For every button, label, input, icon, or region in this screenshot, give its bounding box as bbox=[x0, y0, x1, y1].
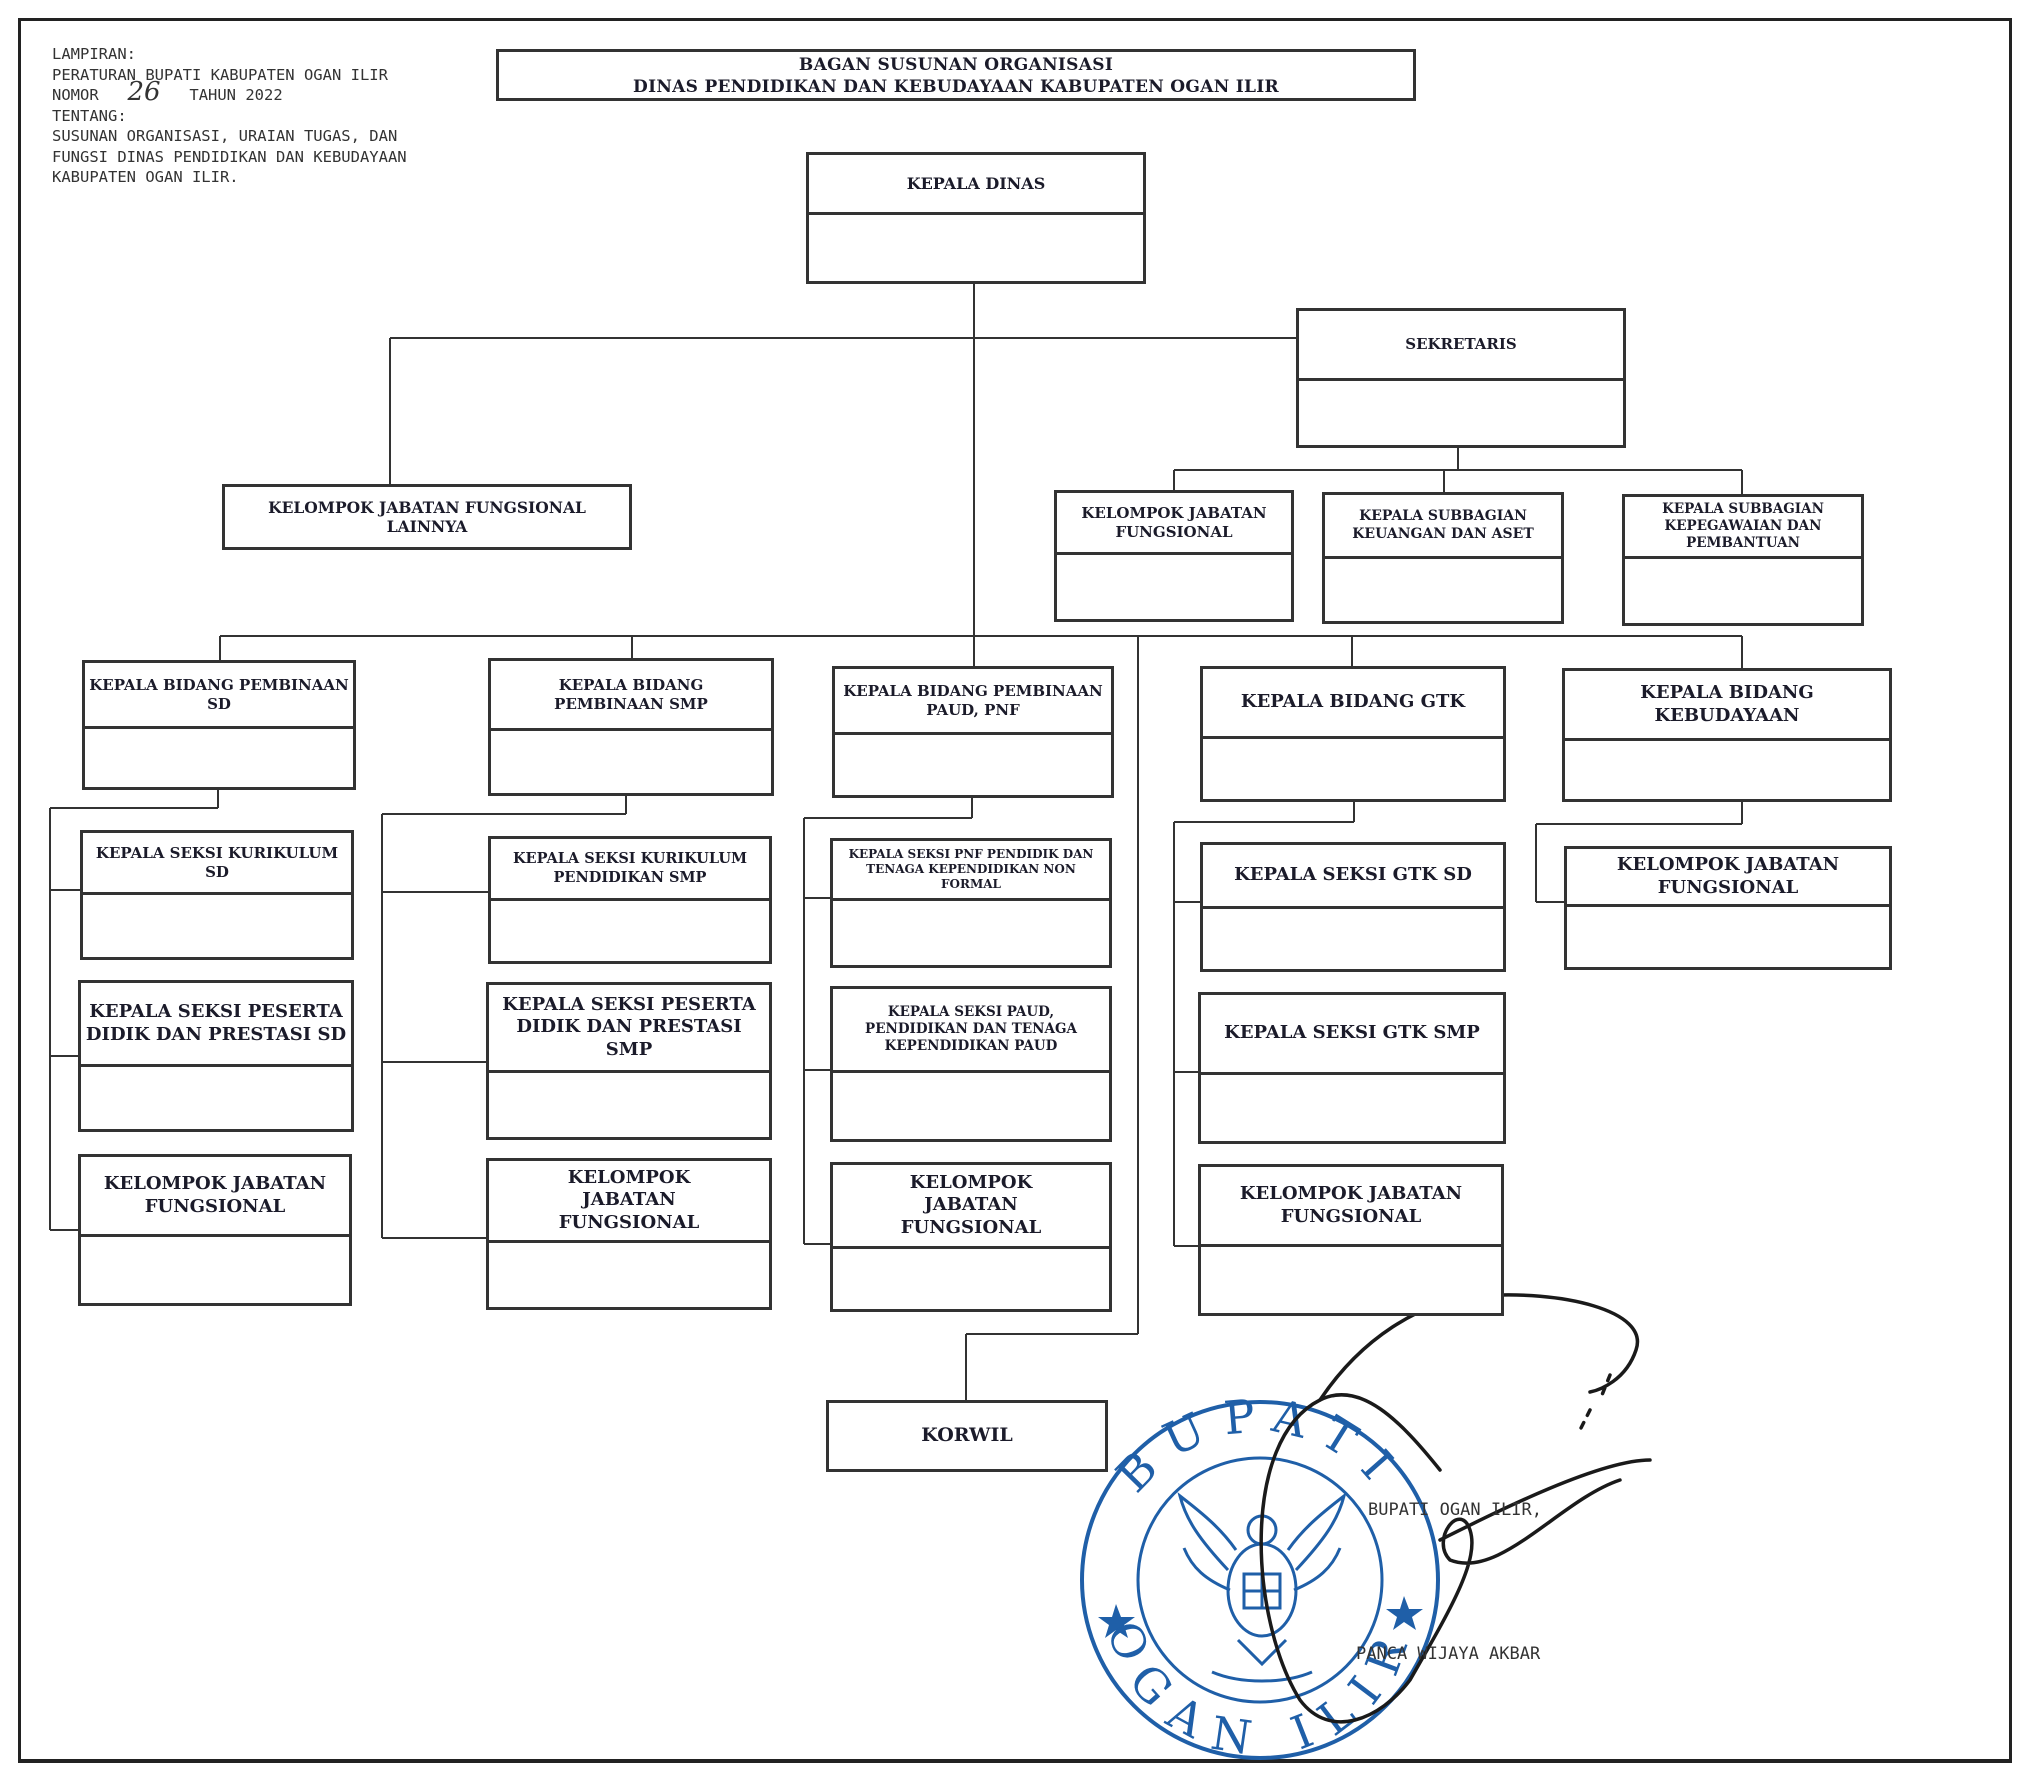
box-gtk-jf: KELOMPOK JABATAN FUNGSIONAL bbox=[1198, 1164, 1504, 1316]
signature-position: BUPATI OGAN ILIR, bbox=[1368, 1500, 1542, 1520]
box-paud-pnf: KEPALA SEKSI PNF PENDIDIK DAN TENAGA KEP… bbox=[830, 838, 1112, 968]
header-lampiran: LAMPIRAN: bbox=[52, 45, 136, 63]
box-subbag-kepegawaian: KEPALA SUBBAGIAN KEPEGAWAIAN DAN PEMBANT… bbox=[1622, 494, 1864, 626]
box-bidang-smp: KEPALA BIDANG PEMBINAAN SMP bbox=[488, 658, 774, 796]
box-kepala-dinas-label: KEPALA DINAS bbox=[809, 155, 1143, 215]
box-korwil: KORWIL bbox=[826, 1400, 1108, 1472]
box-sekretaris: SEKRETARIS bbox=[1296, 308, 1626, 448]
header-peraturan: PERATURAN BUPATI KABUPATEN OGAN ILIR bbox=[52, 65, 388, 84]
box-bidang-gtk: KEPALA BIDANG GTK bbox=[1200, 666, 1506, 802]
box-bidang-paud-label: KEPALA BIDANG PEMBINAAN PAUD, PNF bbox=[835, 669, 1111, 735]
box-sd-peserta-label: KEPALA SEKSI PESERTA DIDIK DAN PRESTASI … bbox=[81, 983, 351, 1067]
header-subject-2: FUNGSI DINAS PENDIDIKAN DAN KEBUDAYAAN bbox=[52, 147, 407, 166]
box-gtk-sd-label: KEPALA SEKSI GTK SD bbox=[1203, 845, 1503, 909]
seal-text-top: BUPATI bbox=[1106, 1388, 1416, 1503]
box-paud-pnf-label: KEPALA SEKSI PNF PENDIDIK DAN TENAGA KEP… bbox=[833, 841, 1109, 901]
handwritten-signature bbox=[1259, 1293, 1652, 1724]
box-paud-jf-label: KELOMPOK JABATAN FUNGSIONAL bbox=[833, 1165, 1109, 1249]
chart-title-line1: BAGAN SUSUNAN ORGANISASI bbox=[798, 55, 1114, 75]
box-smp-jf: KELOMPOK JABATAN FUNGSIONAL bbox=[486, 1158, 772, 1310]
header-subject-1: SUSUNAN ORGANISASI, URAIAN TUGAS, DAN bbox=[52, 127, 398, 145]
box-gtk-jf-label: KELOMPOK JABATAN FUNGSIONAL bbox=[1201, 1167, 1501, 1247]
box-subbag-kepegawaian-label: KEPALA SUBBAGIAN KEPEGAWAIAN DAN PEMBANT… bbox=[1625, 497, 1861, 559]
box-jf-lainnya: KELOMPOK JABATAN FUNGSIONAL LAINNYA bbox=[222, 484, 632, 550]
box-paud-paud-label: KEPALA SEKSI PAUD, PENDIDIKAN DAN TENAGA… bbox=[833, 989, 1109, 1073]
header-nomor-line: NOMOR 26 TAHUN 2022 bbox=[52, 77, 407, 107]
box-subbag-keuangan: KEPALA SUBBAGIAN KEUANGAN DAN ASET bbox=[1322, 492, 1564, 624]
box-korwil-label: KORWIL bbox=[921, 1424, 1013, 1447]
chart-title: BAGAN SUSUNAN ORGANISASI DINAS PENDIDIKA… bbox=[496, 49, 1416, 101]
box-bidang-kebudayaan-label: KEPALA BIDANG KEBUDAYAAN bbox=[1565, 671, 1889, 741]
box-smp-peserta-label: KEPALA SEKSI PESERTA DIDIK DAN PRESTASI … bbox=[489, 985, 769, 1073]
box-sd-kurikulum: KEPALA SEKSI KURIKULUM SD bbox=[80, 830, 354, 960]
chart-title-line2: DINAS PENDIDIKAN DAN KEBUDAYAAN KABUPATE… bbox=[633, 77, 1279, 97]
box-bidang-paud: KEPALA BIDANG PEMBINAAN PAUD, PNF bbox=[832, 666, 1114, 798]
box-jf-sekretariat: KELOMPOK JABATAN FUNGSIONAL bbox=[1054, 490, 1294, 622]
signature-name: PANCA WIJAYA AKBAR bbox=[1356, 1644, 1541, 1664]
box-gtk-smp: KEPALA SEKSI GTK SMP bbox=[1198, 992, 1506, 1144]
document-header: LAMPIRAN: PERATURAN BUPATI KABUPATEN OGA… bbox=[52, 44, 407, 188]
box-bidang-kebudayaan: KEPALA BIDANG KEBUDAYAAN bbox=[1562, 668, 1892, 802]
box-sekretaris-label: SEKRETARIS bbox=[1299, 311, 1623, 381]
box-jf-lainnya-label: KELOMPOK JABATAN FUNGSIONAL LAINNYA bbox=[268, 497, 586, 536]
header-nomor: NOMOR bbox=[52, 86, 99, 104]
header-tahun: TAHUN 2022 bbox=[189, 86, 283, 104]
box-sd-jf: KELOMPOK JABATAN FUNGSIONAL bbox=[78, 1154, 352, 1306]
box-smp-kurikulum-label: KEPALA SEKSI KURIKULUM PENDIDIKAN SMP bbox=[491, 839, 769, 901]
box-smp-peserta: KEPALA SEKSI PESERTA DIDIK DAN PRESTASI … bbox=[486, 982, 772, 1140]
box-kepala-dinas: KEPALA DINAS bbox=[806, 152, 1146, 284]
box-smp-kurikulum: KEPALA SEKSI KURIKULUM PENDIDIKAN SMP bbox=[488, 836, 772, 964]
document-border bbox=[18, 18, 2012, 1763]
box-bidang-sd: KEPALA BIDANG PEMBINAAN SD bbox=[82, 660, 356, 790]
header-nomor-handwritten: 26 bbox=[127, 77, 161, 107]
box-sd-kurikulum-label: KEPALA SEKSI KURIKULUM SD bbox=[83, 833, 351, 895]
box-kebudayaan-jf-label: KELOMPOK JABATAN FUNGSIONAL bbox=[1567, 849, 1889, 907]
box-paud-jf: KELOMPOK JABATAN FUNGSIONAL bbox=[830, 1162, 1112, 1312]
box-paud-paud: KEPALA SEKSI PAUD, PENDIDIKAN DAN TENAGA… bbox=[830, 986, 1112, 1142]
box-sd-peserta: KEPALA SEKSI PESERTA DIDIK DAN PRESTASI … bbox=[78, 980, 354, 1132]
box-kebudayaan-jf: KELOMPOK JABATAN FUNGSIONAL bbox=[1564, 846, 1892, 970]
box-jf-sekretariat-label: KELOMPOK JABATAN FUNGSIONAL bbox=[1057, 493, 1291, 555]
box-bidang-gtk-label: KEPALA BIDANG GTK bbox=[1203, 669, 1503, 739]
header-tentang: TENTANG: bbox=[52, 106, 127, 125]
box-sd-jf-label: KELOMPOK JABATAN FUNGSIONAL bbox=[81, 1157, 349, 1237]
box-gtk-smp-label: KEPALA SEKSI GTK SMP bbox=[1201, 995, 1503, 1075]
box-bidang-smp-label: KEPALA BIDANG PEMBINAAN SMP bbox=[491, 661, 771, 731]
box-bidang-sd-label: KEPALA BIDANG PEMBINAAN SD bbox=[85, 663, 353, 729]
box-smp-jf-label: KELOMPOK JABATAN FUNGSIONAL bbox=[489, 1161, 769, 1243]
box-subbag-keuangan-label: KEPALA SUBBAGIAN KEUANGAN DAN ASET bbox=[1325, 495, 1561, 559]
box-gtk-sd: KEPALA SEKSI GTK SD bbox=[1200, 842, 1506, 972]
header-subject-3: KABUPATEN OGAN ILIR. bbox=[52, 168, 239, 186]
